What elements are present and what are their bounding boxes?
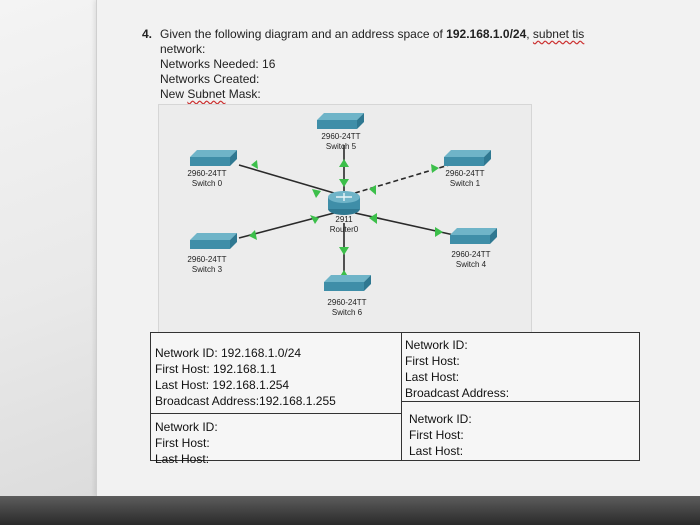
switch4-name: Switch 4 — [455, 260, 487, 269]
subnet-4-cell: Network ID: First Host: Last Host: — [409, 411, 472, 459]
switch5-icon — [317, 113, 364, 129]
subnet-4-last-host: Last Host: — [409, 444, 464, 458]
subnet-4-first-host: First Host: — [409, 428, 464, 442]
topology-svg — [190, 113, 497, 291]
status-arrow — [249, 230, 257, 240]
subnet-mask-line: New Subnet Mask: — [160, 87, 261, 101]
subnet-1-first-host: First Host: 192.168.1.1 — [155, 362, 277, 376]
subnet-2-cell: Network ID: First Host: Last Host: Broad… — [405, 337, 509, 401]
subnet-3-cell: Network ID: First Host: Last Host: — [155, 419, 218, 467]
switch0-icon — [190, 150, 237, 166]
switch1-name: Switch 1 — [449, 179, 481, 188]
switch6-name: Switch 6 — [331, 308, 363, 317]
status-arrow — [435, 227, 443, 237]
router-icon — [328, 191, 360, 215]
switch6-model: 2960-24TT — [327, 298, 367, 307]
switch4-model: 2960-24TT — [451, 250, 491, 259]
question-line-1: Given the following diagram and an addre… — [160, 27, 584, 41]
mask-prefix: New — [160, 87, 188, 101]
subnet-2-broadcast: Broadcast Address: — [405, 386, 510, 400]
networks-needed: Networks Needed: 16 — [160, 57, 276, 71]
status-arrow — [369, 185, 376, 195]
subnet-1-broadcast: Broadcast Address:192.168.1.255 — [155, 394, 336, 408]
table-divider-right — [401, 401, 639, 402]
link-router-switch0 — [238, 164, 335, 194]
table-divider-left — [151, 413, 401, 414]
status-arrow — [339, 247, 349, 255]
switch3-icon — [190, 233, 237, 249]
typo-text: subnet tis — [532, 27, 585, 41]
router-name: Router0 — [329, 225, 359, 234]
subnet-table: Network ID: 192.168.1.0/24 First Host: 1… — [150, 332, 640, 466]
switch5-model: 2960-24TT — [321, 132, 361, 141]
subnet-1-network-id: Network ID: 192.168.1.0/24 — [155, 346, 302, 360]
networks-created: Networks Created: — [160, 72, 260, 86]
subnet-4-network-id: Network ID: — [409, 412, 472, 426]
mask-word: Subnet — [187, 87, 226, 101]
switch6-icon — [324, 275, 371, 291]
subnet-1-cell: Network ID: 192.168.1.0/24 First Host: 1… — [155, 345, 336, 409]
subnet-1-last-host: Last Host: 192.168.1.254 — [155, 378, 290, 392]
switch0-name: Switch 0 — [191, 179, 223, 188]
separator: , — [526, 27, 533, 41]
subnet-3-first-host: First Host: — [155, 436, 210, 450]
status-arrow — [431, 164, 439, 173]
subnet-3-network-id: Network ID: — [155, 420, 218, 434]
subnet-2-last-host: Last Host: — [405, 370, 460, 384]
switch3-model: 2960-24TT — [187, 255, 227, 264]
status-arrow — [369, 213, 377, 224]
status-arrow — [251, 160, 258, 169]
status-arrow — [339, 159, 349, 167]
address-space: 192.168.1.0/24 — [446, 27, 527, 41]
switch3-name: Switch 3 — [191, 265, 223, 274]
switch1-model: 2960-24TT — [445, 169, 485, 178]
status-arrow — [339, 179, 349, 187]
switch4-icon — [450, 228, 497, 244]
subnet-3-last-host: Last Host: — [155, 452, 210, 466]
subnet-2-network-id: Network ID: — [405, 338, 468, 352]
question-line-2: network: — [160, 42, 206, 56]
status-arrow — [310, 215, 319, 224]
router-model: 2911 — [335, 215, 353, 224]
question-text: Given the following diagram and an addre… — [160, 27, 447, 41]
mask-suffix: Mask: — [225, 87, 261, 101]
link-status-arrows — [249, 159, 443, 278]
question-number: 4. — [142, 27, 153, 41]
subnet-2-first-host: First Host: — [405, 354, 460, 368]
desk-shadow — [0, 496, 700, 525]
table-divider-vertical — [401, 333, 402, 460]
switch-icons — [190, 113, 497, 291]
switch5-name: Switch 5 — [325, 142, 357, 151]
status-arrow — [312, 189, 321, 198]
switch0-model: 2960-24TT — [187, 169, 227, 178]
switch1-icon — [444, 150, 491, 166]
